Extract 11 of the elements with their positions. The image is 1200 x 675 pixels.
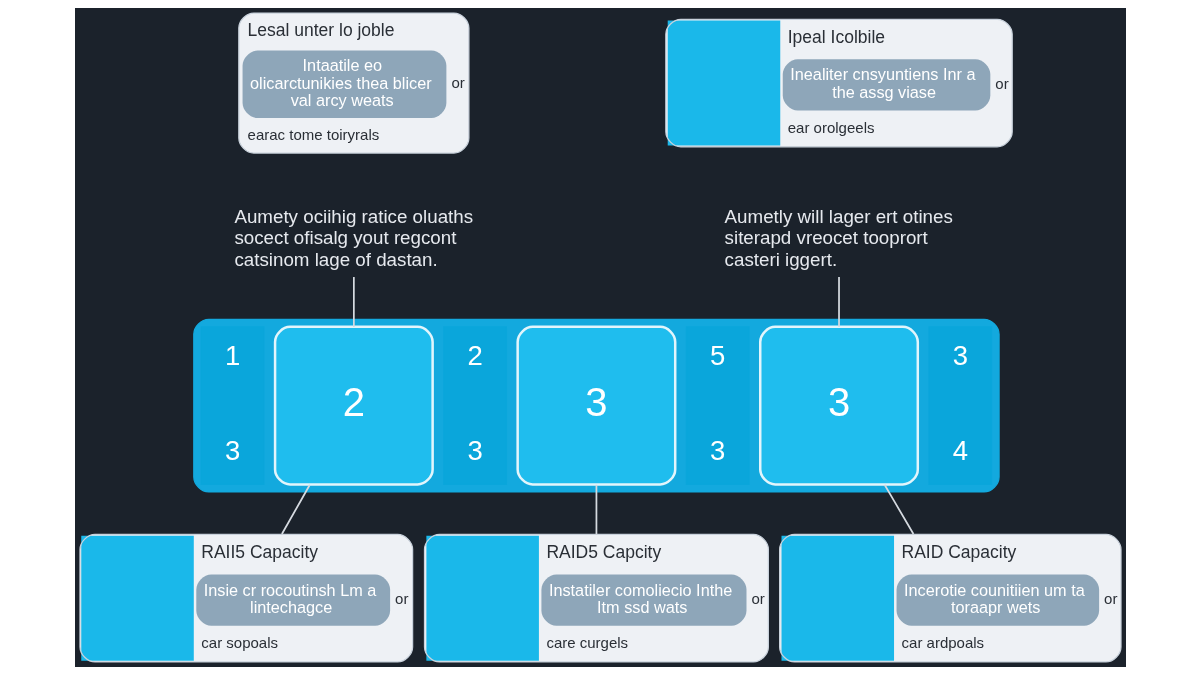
node-box: 3: [758, 325, 919, 486]
connector: [595, 483, 597, 535]
node-text: Aumety ociihig ratice oluaths socect ofisalg yout regcont catsinom lage of dastan.: [233, 206, 473, 270]
node-text: Aumetly will lager ert otines siterapd vreocet tooprort casteri iggert.: [724, 206, 953, 270]
connector: [837, 276, 840, 328]
connector: [883, 483, 914, 535]
connector: [280, 483, 311, 535]
connector: [352, 276, 355, 328]
node-box: 2: [273, 325, 434, 486]
node-box: 3: [515, 325, 676, 486]
cluster: [192, 318, 1000, 493]
